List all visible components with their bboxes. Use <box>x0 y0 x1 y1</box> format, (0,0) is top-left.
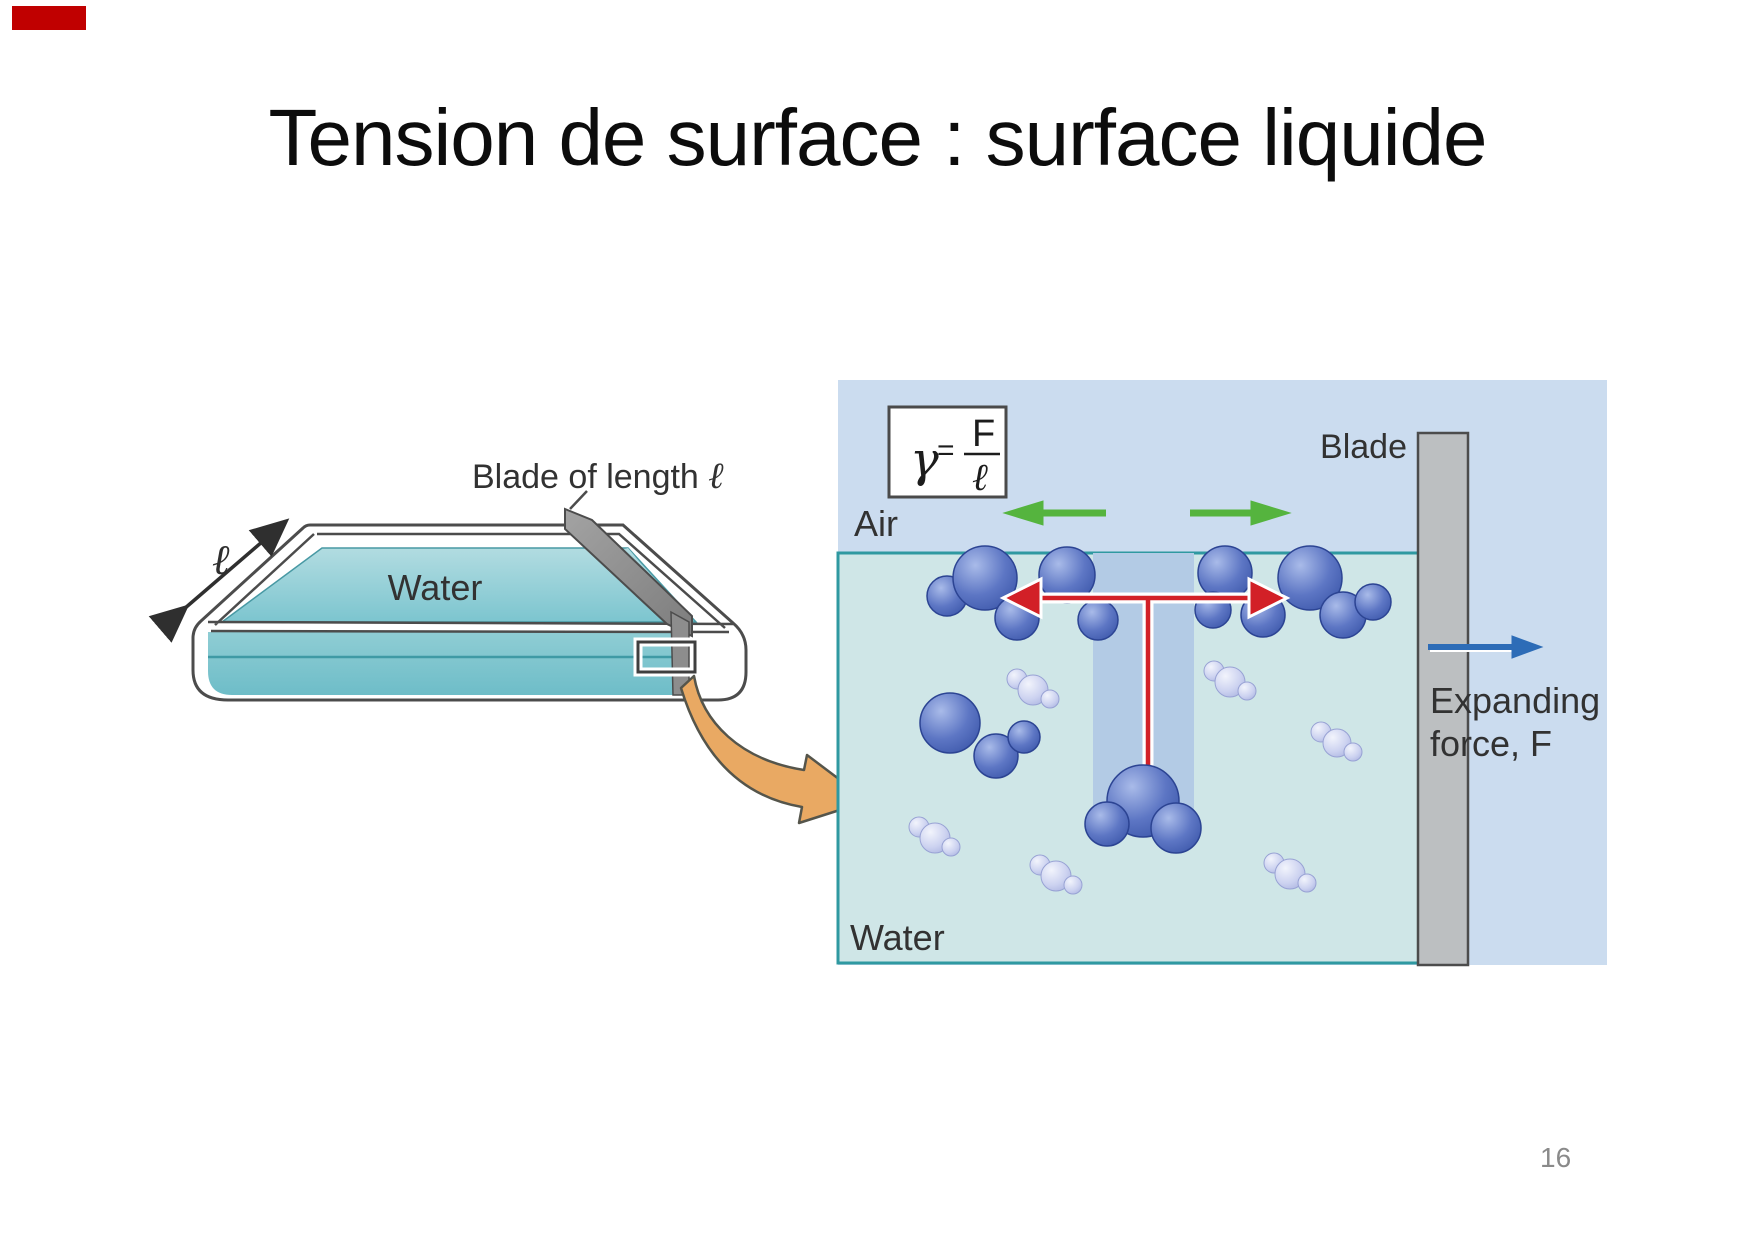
blade-leader-line <box>569 490 588 510</box>
length-arrow <box>148 518 290 643</box>
tray-water-front <box>208 632 677 695</box>
bulk-molecule-cluster <box>919 692 1041 779</box>
water-label: Water <box>850 917 945 958</box>
formula-denominator: ℓ <box>972 455 988 499</box>
page-number: 16 <box>1540 1142 1572 1173</box>
expanding-force-arrow <box>1428 635 1544 659</box>
air-label: Air <box>854 503 898 544</box>
blade-bar <box>1416 431 1470 967</box>
blade-label: Blade <box>1320 428 1407 466</box>
contraction-arrow-right <box>1190 500 1292 526</box>
tray-blade <box>564 507 693 638</box>
formula-equals: = <box>937 434 955 467</box>
expanding-force-label-line1: Expanding <box>1430 680 1600 721</box>
formula-gamma: γ <box>910 432 939 488</box>
surface-tension-arrows <box>999 576 1291 768</box>
zoom-arrow <box>679 674 870 825</box>
molecular-diagram: γ = F ℓ Air Blade Expanding force, F Wat… <box>836 380 1607 967</box>
tension-arrowhead-left <box>999 576 1043 620</box>
tray-diagram: ℓ Blade of length ℓ Water <box>148 454 748 702</box>
formula-box: γ = F ℓ <box>887 405 1008 499</box>
water-molecule-cluster <box>908 660 1363 895</box>
tray-water-label: Water <box>388 567 483 608</box>
slide-title: Tension de surface : surface liquide <box>268 93 1487 182</box>
tray-blade-label: Blade of length ℓ <box>472 454 724 497</box>
length-symbol: ℓ <box>212 535 230 584</box>
zoom-region-outline <box>636 640 697 674</box>
contraction-arrow-left <box>1002 500 1106 526</box>
expanding-force-label-line2: force, F <box>1430 723 1552 764</box>
surface-tension-figure: ℓ Blade of length ℓ Water <box>148 380 1607 967</box>
red-recording-marker <box>12 6 86 30</box>
tension-arrowhead-right <box>1247 576 1291 620</box>
formula-numerator: F <box>972 413 995 455</box>
pulled-molecule-cluster <box>1084 764 1202 854</box>
